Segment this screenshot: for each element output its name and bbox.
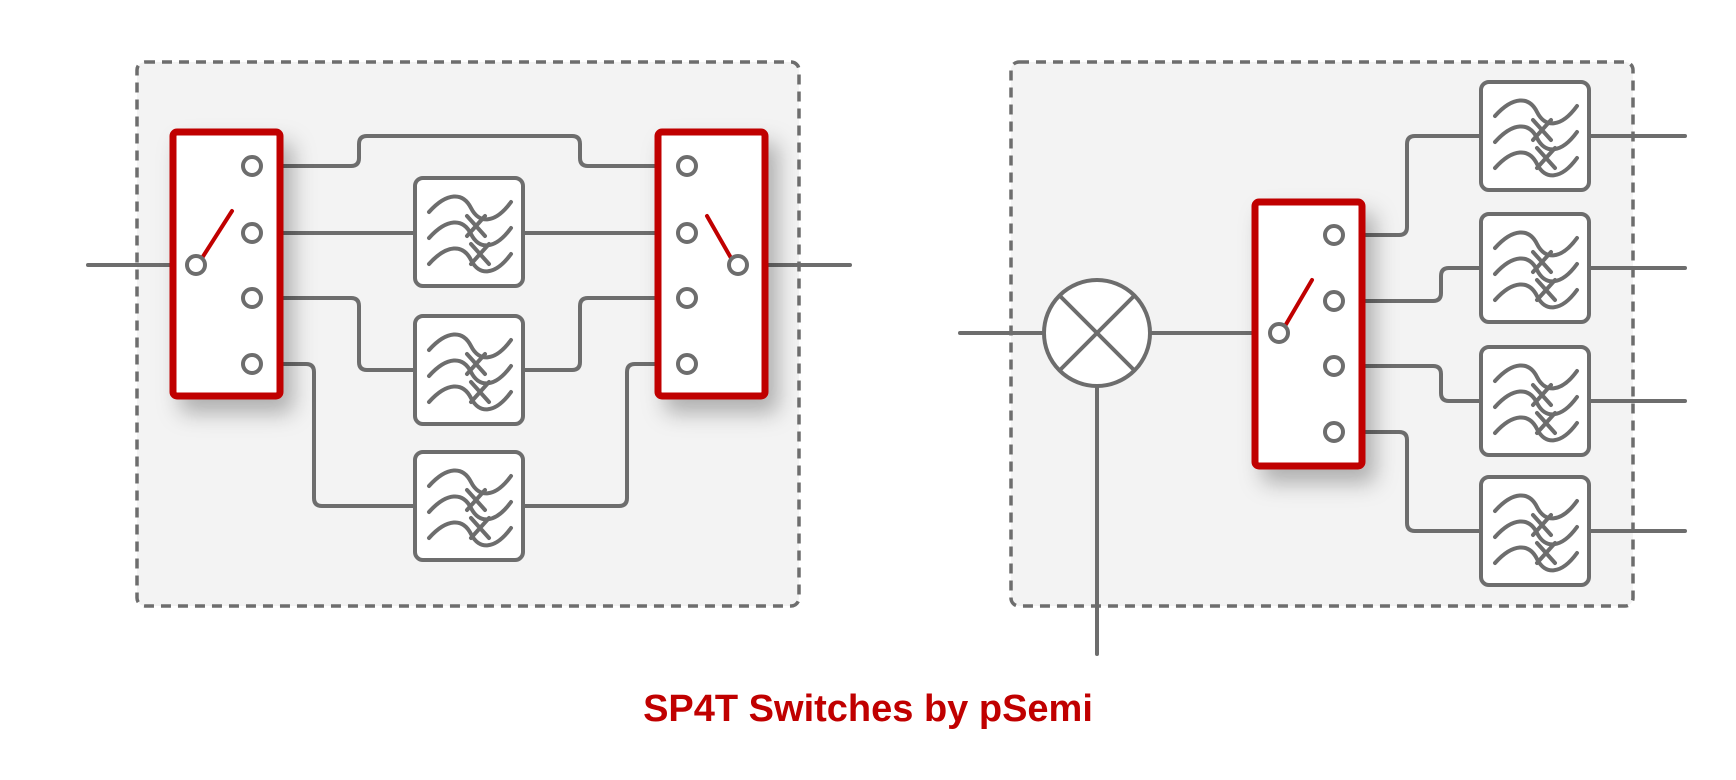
throw-port-4 xyxy=(676,353,698,375)
throw-port-1 xyxy=(1323,224,1345,246)
mixer-filter-diagram xyxy=(958,60,1687,656)
signal-wires xyxy=(86,134,852,508)
switch-blade xyxy=(200,209,234,260)
throw-port-3 xyxy=(676,287,698,309)
bandpass-filter-3-icon xyxy=(1479,345,1591,457)
switch-blade xyxy=(1283,278,1314,328)
common-port xyxy=(1268,322,1290,344)
bandpass-filter-1-icon xyxy=(1479,80,1591,192)
bandpass-filter-1-icon xyxy=(413,176,525,288)
mixer-icon xyxy=(1042,278,1152,388)
filter-bank-diagram xyxy=(86,60,852,608)
bandpass-filter-4-icon xyxy=(1479,475,1591,587)
throw-port-1 xyxy=(241,155,263,177)
throw-port-2 xyxy=(241,222,263,244)
sp4t-switch-output xyxy=(654,128,769,400)
common-port xyxy=(185,254,207,276)
common-port xyxy=(727,254,749,276)
throw-port-2 xyxy=(676,222,698,244)
throw-port-3 xyxy=(1323,355,1345,377)
throw-port-1 xyxy=(676,155,698,177)
throw-port-4 xyxy=(241,353,263,375)
switch-blade xyxy=(705,214,733,260)
sp4t-switch xyxy=(1251,198,1366,470)
diagram-caption: SP4T Switches by pSemi xyxy=(643,688,1093,730)
bandpass-filter-2-icon xyxy=(413,314,525,426)
throw-port-4 xyxy=(1323,421,1345,443)
throw-port-3 xyxy=(241,287,263,309)
bandpass-filter-2-icon xyxy=(1479,212,1591,324)
bandpass-filter-3-icon xyxy=(413,450,525,562)
throw-port-2 xyxy=(1323,290,1345,312)
sp4t-switch-input xyxy=(169,128,284,400)
